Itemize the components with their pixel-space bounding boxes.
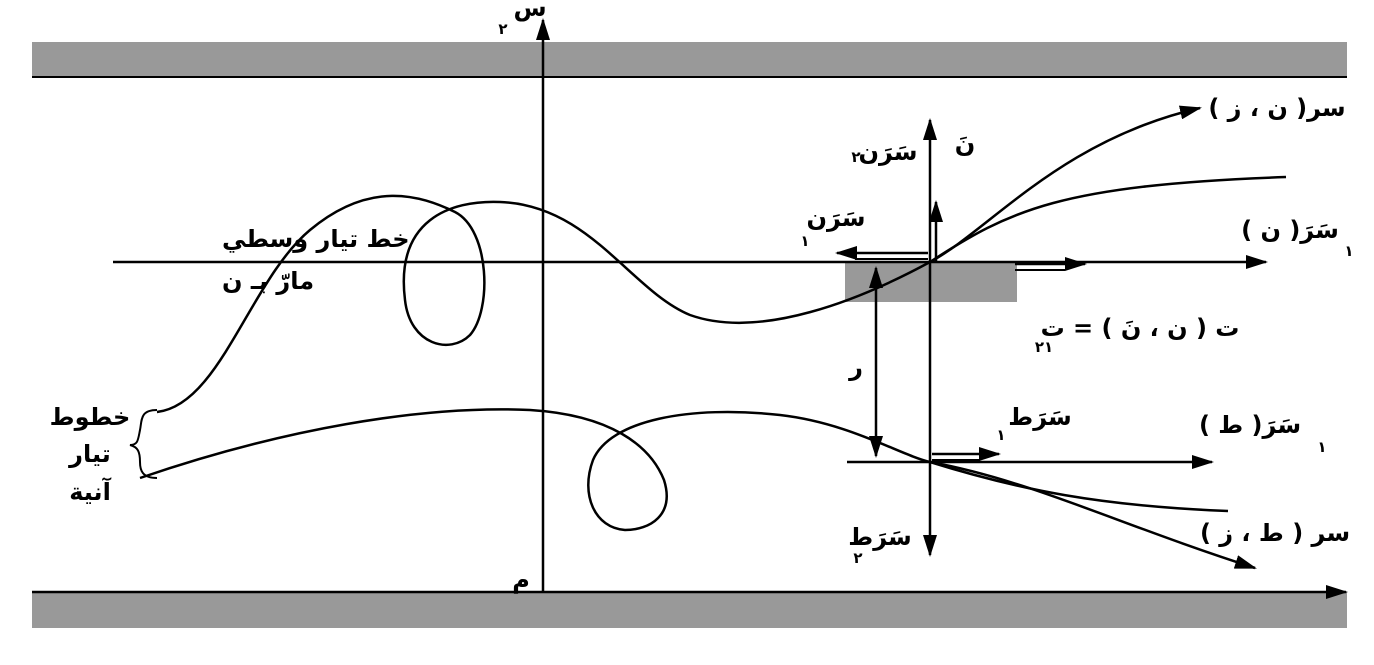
s-n2-label: سَرَﻥ [858, 138, 917, 166]
lower-streamline-branch [929, 460, 1229, 513]
s-t-z-label: سر ( ط ، ز ) [1200, 519, 1350, 547]
s-t1-label: سَرَط [1008, 403, 1071, 431]
s-t2-label: سَرَط [848, 523, 911, 551]
mean-streamline-label-2: مارّ بـ ﻥ [222, 267, 314, 295]
s1-n-label: سَرَ( ن ) [1241, 216, 1339, 244]
t21-subscript: ٢١ [1035, 338, 1053, 356]
bottom-wall [32, 592, 1347, 628]
s1-n-subscript: ١ [1344, 242, 1353, 260]
distance-r-label: ر [848, 353, 863, 381]
s-n1-subscript: ١ [800, 232, 809, 250]
instant-streamlines-label-2: تيار [68, 440, 111, 468]
origin-label: م [512, 566, 530, 594]
s-n2-subscript: ٢ [851, 148, 860, 166]
lower-instantaneous-streamline [139, 408, 1257, 570]
instant-streamlines-label-1: خطوط [50, 403, 131, 431]
upper-instantaneous-streamline [156, 105, 1202, 414]
upper-streamline-branch [929, 175, 1287, 264]
top-wall [32, 42, 1347, 77]
s-n1-label: سَرَﻥ [806, 204, 865, 232]
s-n-z-label: سر( ﻥ ، ز ) [1208, 94, 1345, 122]
instant-streamlines-label-3: آنية [69, 477, 111, 506]
axis-s-label: س [513, 0, 546, 22]
s-t1-subscript: ١ [996, 426, 1005, 444]
s-t2-subscript: ٢ [853, 549, 862, 567]
s1-t-subscript: ١ [1317, 438, 1326, 456]
s1-t-label: سَرَ( ط ) [1199, 411, 1301, 439]
axis-s-subscript: ٢ [498, 20, 507, 38]
normal-vector-label: نَ [955, 130, 975, 158]
mean-streamline-label-1: خط تيار وسطي [222, 225, 410, 253]
t21-label: ت ( ﻥ ، نَ ) = ت [1041, 314, 1240, 342]
streamlines-brace [129, 409, 158, 479]
